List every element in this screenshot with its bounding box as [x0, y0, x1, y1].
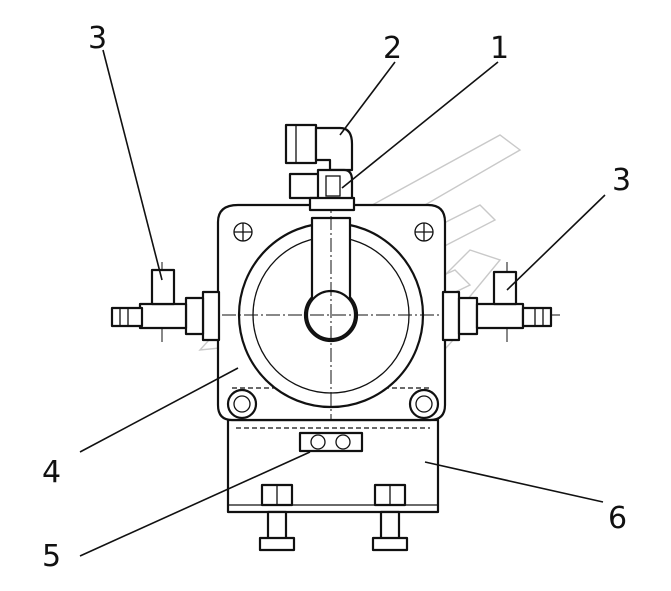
callout-1: 1 — [490, 31, 509, 66]
corner-bolt-left — [226, 388, 258, 420]
top-elbow-fitting — [284, 123, 354, 172]
callout-5: 5 — [42, 539, 61, 574]
callout-6: 6 — [608, 501, 627, 536]
leader-lines — [79, 49, 606, 557]
top-union-fitting — [288, 168, 356, 212]
left-side-fitting — [110, 268, 221, 342]
right-side-fitting — [441, 270, 553, 342]
callout-4: 4 — [42, 455, 61, 490]
callout-2: 2 — [383, 31, 402, 66]
bottom-bolt-left — [258, 483, 296, 552]
drain-element — [298, 431, 364, 453]
corner-bolt-right — [408, 388, 440, 420]
bottom-bolt-right — [371, 483, 409, 552]
callout-3-left: 3 — [88, 21, 107, 56]
callout-3-right: 3 — [612, 163, 631, 198]
